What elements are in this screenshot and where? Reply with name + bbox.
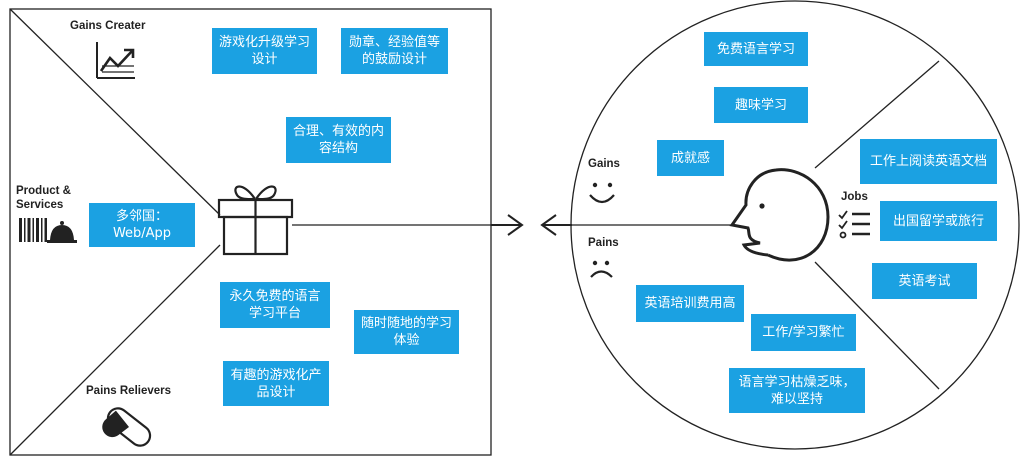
pain-box: 工作/学习繁忙 bbox=[751, 314, 856, 351]
gain-box: 免费语言学习 bbox=[704, 32, 808, 66]
divider-jobs-bottom bbox=[814, 261, 940, 390]
gains-creator-label: Gains Creater bbox=[70, 20, 146, 32]
gains-label: Gains bbox=[588, 158, 620, 170]
gain-box: 成就感 bbox=[657, 140, 724, 176]
line-chart-icon bbox=[96, 42, 135, 79]
pain-box: 英语培训费用高 bbox=[636, 285, 744, 322]
pains-label: Pains bbox=[588, 237, 619, 249]
customer-profile-circle bbox=[570, 0, 1020, 450]
pain-box: 语言学习枯燥乏味， 难以坚持 bbox=[729, 368, 865, 413]
customer-profile bbox=[570, 0, 1020, 450]
job-box: 英语考试 bbox=[872, 263, 977, 299]
pain-reliever-box: 有趣的游戏化产 品设计 bbox=[223, 361, 329, 406]
pain-reliever-box: 永久免费的语言 学习平台 bbox=[220, 282, 330, 328]
pain-reliever-box: 随时随地的学习 体验 bbox=[354, 310, 459, 354]
gain-creator-box: 勋章、经验值等 的鼓励设计 bbox=[341, 28, 448, 74]
pains-relievers-label: Pains Relievers bbox=[86, 385, 172, 397]
value-map bbox=[9, 8, 492, 456]
gift-icon bbox=[217, 185, 294, 256]
smile-icon bbox=[589, 182, 615, 204]
arrow-left-icon bbox=[540, 214, 572, 236]
product-box: 多邻国： Web/App bbox=[89, 203, 195, 247]
frown-icon bbox=[590, 260, 613, 278]
divider-jobs-top bbox=[814, 60, 940, 169]
pill-icon bbox=[102, 407, 152, 447]
barcode-bell-icon bbox=[19, 218, 77, 243]
gain-creator-box: 游戏化升级学习 设计 bbox=[212, 28, 317, 74]
face-profile-icon bbox=[729, 168, 830, 262]
checklist-icon bbox=[838, 210, 870, 239]
divider-lower bbox=[9, 244, 221, 456]
gain-box: 趣味学习 bbox=[714, 87, 808, 123]
arrow-right-icon bbox=[491, 214, 524, 236]
product-services-label: Product & Services bbox=[16, 185, 71, 211]
value-map-frame bbox=[9, 8, 492, 456]
gain-creator-box: 合理、有效的内 容结构 bbox=[286, 117, 391, 163]
jobs-label: Jobs bbox=[841, 191, 868, 203]
divider-upper bbox=[9, 8, 221, 216]
job-box: 出国留学或旅行 bbox=[880, 201, 997, 241]
job-box: 工作上阅读英语文档 bbox=[860, 139, 997, 184]
